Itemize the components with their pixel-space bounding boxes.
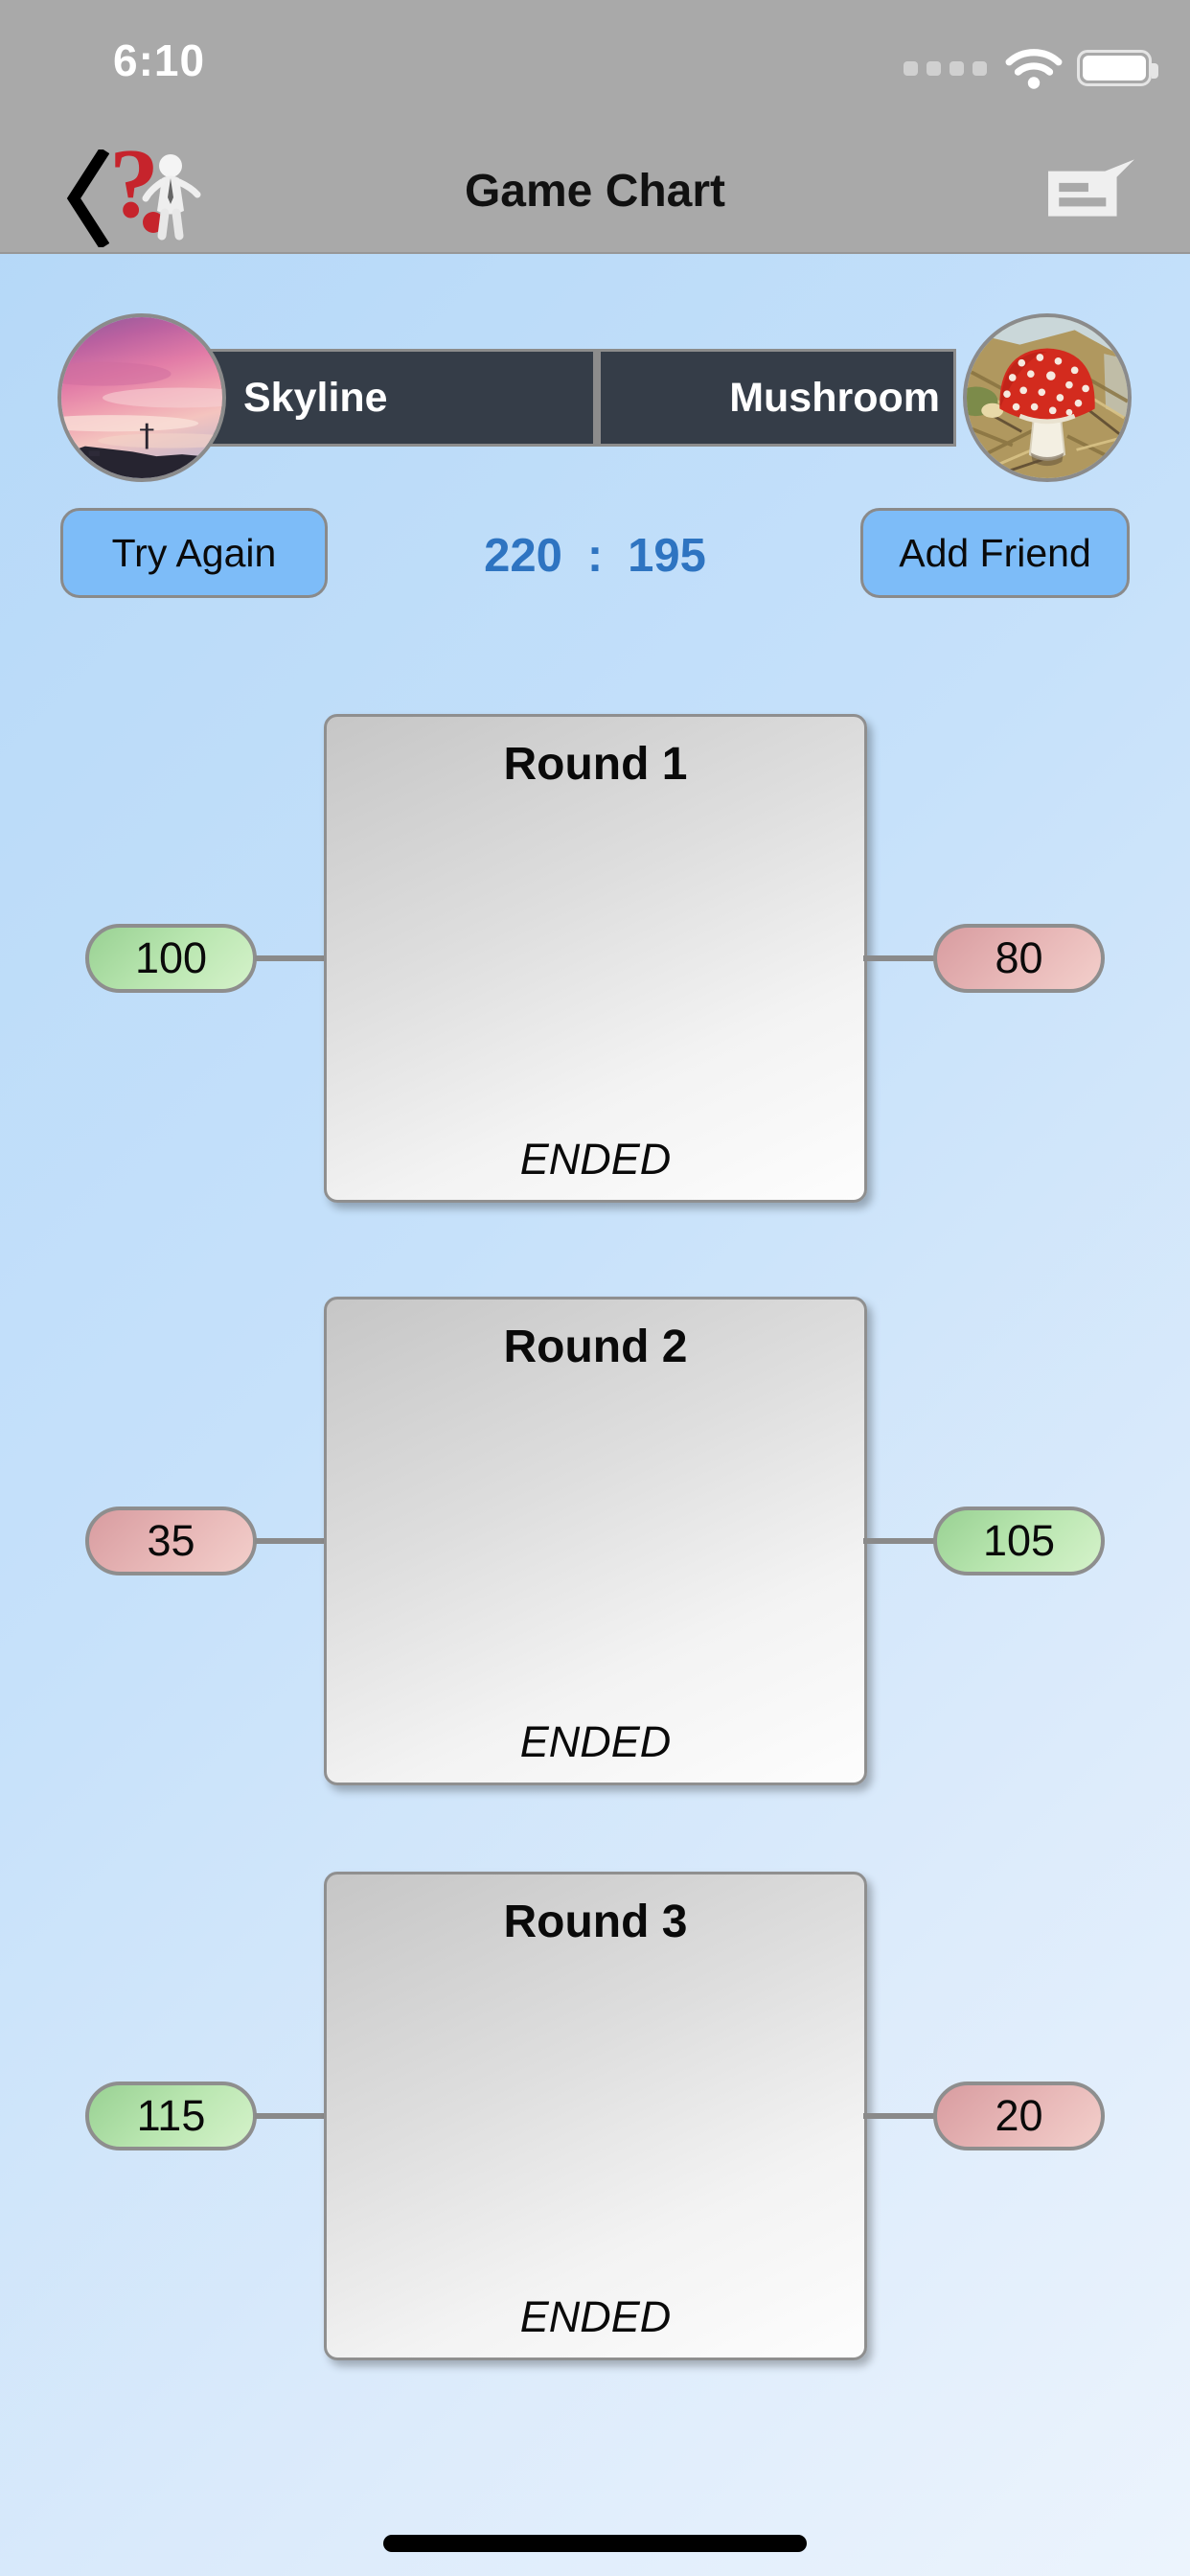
- round-3-right-score-pill: 20: [933, 2082, 1105, 2150]
- question-mark-figure-icon: ?: [109, 128, 211, 242]
- sunset-sky-photo: [61, 317, 222, 478]
- round-2-row: 35 Round 2 ENDED 105: [0, 1297, 1190, 1785]
- round-1-right-connector: [863, 955, 937, 961]
- home-indicator[interactable]: [383, 2535, 807, 2552]
- header-bar: 6:10 ?: [0, 0, 1190, 254]
- round-2-right-connector: [863, 1538, 937, 1544]
- fly-agaric-mushroom-photo: [967, 317, 1128, 478]
- round-2-left-connector: [255, 1538, 328, 1544]
- round-1-status: ENDED: [519, 1135, 672, 1184]
- round-3-title: Round 3: [503, 1897, 688, 1947]
- round-1-row: 100 Round 1 ENDED 80: [0, 714, 1190, 1203]
- round-2-title: Round 2: [503, 1322, 688, 1372]
- status-icons: [904, 46, 1158, 90]
- add-friend-button[interactable]: Add Friend: [860, 508, 1130, 598]
- total-score-left: 220: [484, 530, 562, 582]
- round-2-status: ENDED: [519, 1717, 672, 1766]
- note-icon: [1048, 159, 1134, 217]
- round-3-left-connector: [255, 2113, 328, 2119]
- chevron-left-icon: [66, 147, 110, 250]
- cellular-signal-icon: [904, 60, 987, 76]
- status-time: 6:10: [113, 35, 206, 85]
- right-player-name: Mushroom: [729, 374, 940, 421]
- round-2-left-score-pill: 35: [85, 1506, 257, 1576]
- total-score-separator: :: [586, 530, 604, 582]
- round-2-right-score-pill: 105: [933, 1506, 1105, 1576]
- round-2-card: Round 2 ENDED: [324, 1297, 867, 1785]
- round-3-card: Round 3 ENDED: [324, 1872, 867, 2360]
- left-player-name: Skyline: [243, 374, 388, 421]
- round-1-right-score-pill: 80: [933, 924, 1105, 993]
- page-title: Game Chart: [464, 166, 726, 217]
- round-1-left-connector: [255, 955, 328, 961]
- battery-icon: [1077, 50, 1158, 86]
- player-name-bar: Skyline Mushroom: [139, 349, 956, 447]
- right-player-avatar: [963, 313, 1132, 482]
- name-bar-divider: [593, 352, 601, 444]
- round-3-status: ENDED: [519, 2292, 672, 2341]
- round-3-left-score-pill: 115: [85, 2082, 257, 2150]
- round-1-card: Round 1 ENDED: [324, 714, 867, 1203]
- round-3-row: 115 Round 3 ENDED 20: [0, 1872, 1190, 2360]
- report-button[interactable]: [1046, 157, 1136, 218]
- total-score: 220 : 195: [0, 529, 1190, 583]
- try-again-button[interactable]: Try Again: [60, 508, 328, 598]
- back-button[interactable]: [65, 147, 110, 250]
- wifi-icon: [1005, 49, 1063, 89]
- round-1-title: Round 1: [503, 739, 688, 790]
- round-1-left-score-pill: 100: [85, 924, 257, 993]
- left-player-avatar: [57, 313, 226, 482]
- round-3-right-connector: [863, 2113, 937, 2119]
- total-score-right: 195: [628, 530, 706, 582]
